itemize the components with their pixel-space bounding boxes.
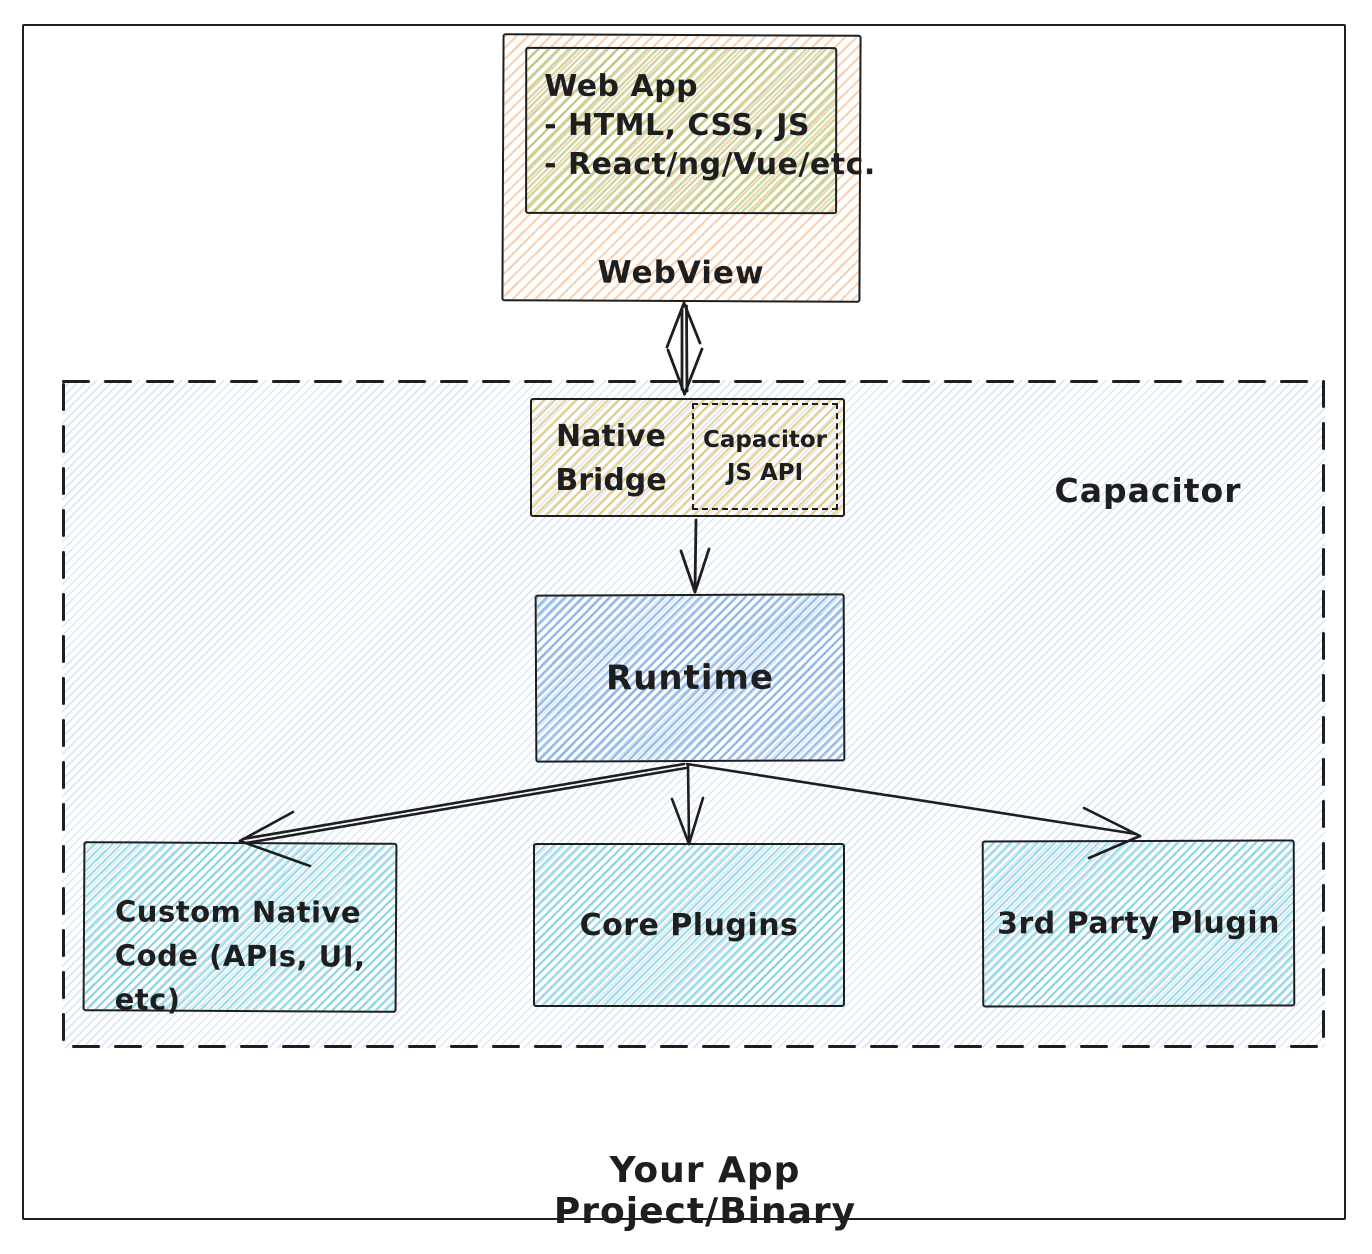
web-app-text: Web App - HTML, CSS, JS - React/ng/Vue/e… (527, 49, 876, 184)
web-app-node: Web App - HTML, CSS, JS - React/ng/Vue/e… (525, 46, 876, 215)
capacitor-js-api-label: Capacitor JS API (702, 426, 828, 486)
outer-frame (22, 24, 1346, 1220)
core-plugins-node: Core Plugins (533, 843, 845, 1007)
native-bridge-label: Native Bridge (555, 419, 667, 498)
web-app-bullet-2: - React/ng/Vue/etc. (544, 146, 876, 183)
custom-native-code-label: Custom Native Code (APIs, UI, etc) (114, 894, 366, 1017)
web-app-title: Web App (544, 68, 699, 105)
third-party-plugin-label: 3rd Party Plugin (996, 905, 1281, 942)
native-bridge-node: Native Bridge Capacitor JS API (530, 398, 845, 517)
third-party-plugin-node: 3rd Party Plugin (981, 839, 1296, 1008)
capacitor-label: Capacitor (1054, 471, 1242, 510)
web-app-bullet-1: - HTML, CSS, JS (544, 107, 811, 144)
runtime-label: Runtime (605, 657, 775, 699)
capacitor-js-api-node: Capacitor JS API (692, 403, 838, 510)
app-project-label: Your App Project/Binary (553, 1150, 857, 1232)
custom-native-code-node: Custom Native Code (APIs, UI, etc) (82, 841, 398, 1017)
webview-node: Web App - HTML, CSS, JS - React/ng/Vue/e… (501, 33, 876, 303)
webview-label: WebView (597, 254, 765, 292)
runtime-node: Runtime (534, 593, 846, 763)
core-plugins-label: Core Plugins (579, 907, 799, 943)
